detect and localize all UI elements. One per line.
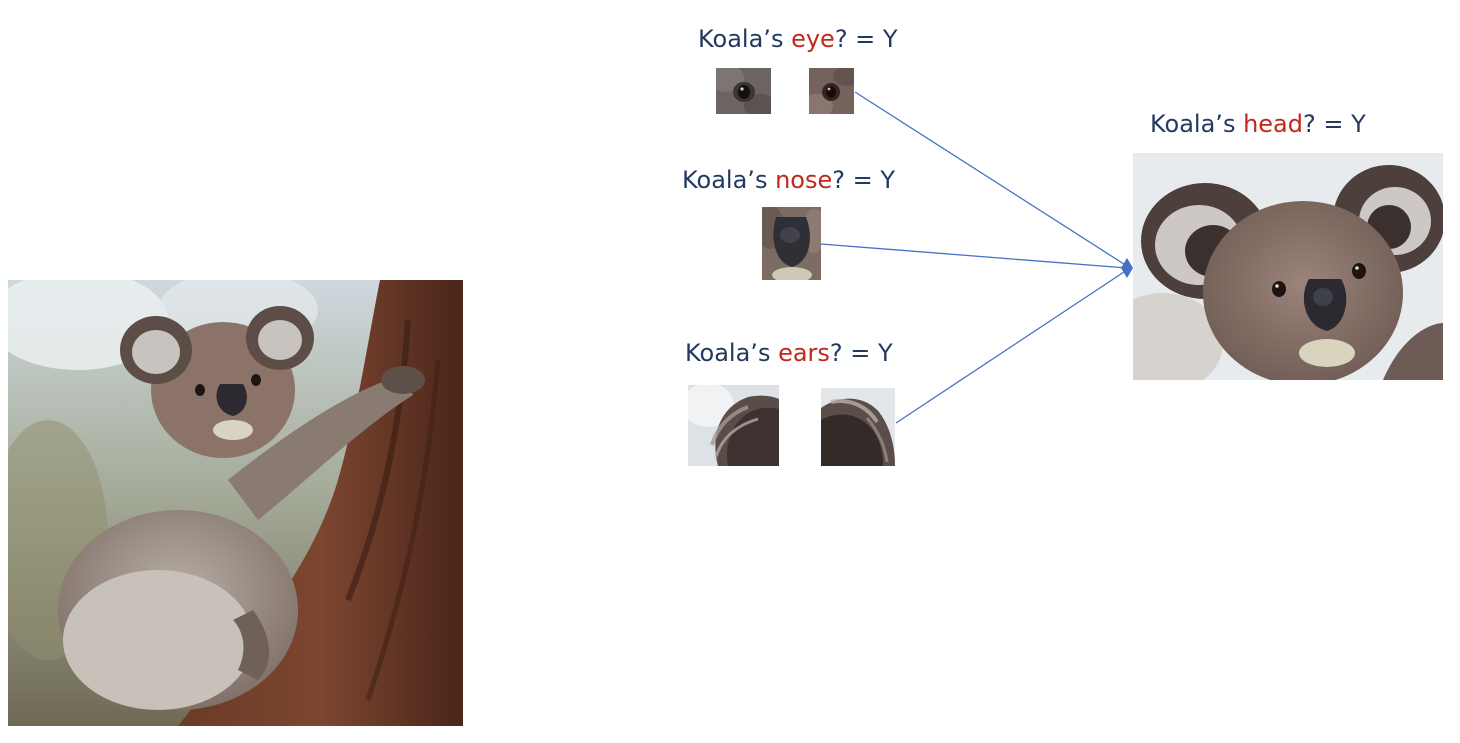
koala-photo-graphic [8, 280, 463, 726]
head-crop-graphic [1133, 153, 1443, 380]
nose-crop [762, 207, 821, 280]
ears-label-prefix: Koala’s [685, 339, 779, 367]
ears-label: Koala’s ears? = Y [685, 341, 893, 365]
nose-label-keyword: nose [775, 166, 833, 194]
nose-to-head-arrow [820, 243, 1128, 269]
eye-to-head-arrow [854, 91, 1128, 267]
ear-crop-left-graphic [688, 385, 779, 466]
eye-label: Koala’s eye? = Y [698, 27, 898, 51]
head-label-suffix: ? = Y [1303, 110, 1366, 138]
ear-crop-right [821, 388, 895, 466]
ears-label-keyword: ears [778, 339, 830, 367]
head-label-prefix: Koala’s [1150, 110, 1244, 138]
eye-label-prefix: Koala’s [698, 25, 792, 53]
eye-crop-right [809, 68, 854, 114]
nose-label: Koala’s nose? = Y [682, 168, 895, 192]
ears-to-head-arrow [895, 269, 1128, 424]
nose-crop-graphic [762, 207, 821, 280]
eye-label-keyword: eye [791, 25, 835, 53]
head-label: Koala’s head? = Y [1150, 112, 1366, 136]
eye-crop-left-graphic [716, 68, 771, 114]
ears-label-suffix: ? = Y [829, 339, 893, 367]
ear-crop-left [688, 385, 779, 466]
head-label-keyword: head [1243, 110, 1303, 138]
eye-crop-left [716, 68, 771, 114]
eye-crop-right-graphic [809, 68, 854, 114]
eye-label-suffix: ? = Y [834, 25, 898, 53]
head-crop [1133, 153, 1443, 380]
nose-label-prefix: Koala’s [682, 166, 776, 194]
ear-crop-right-graphic [821, 388, 895, 466]
arrowhead-icon [1121, 258, 1133, 278]
koala-photo [8, 280, 463, 726]
nose-label-suffix: ? = Y [832, 166, 896, 194]
